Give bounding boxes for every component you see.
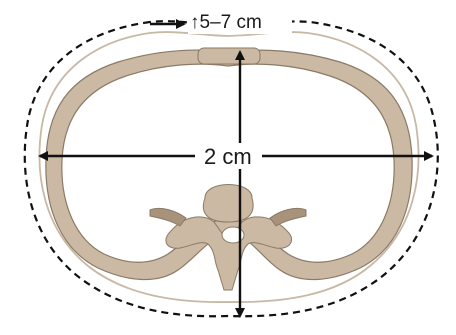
center-measurement-label: 2 cm (204, 144, 252, 169)
vertebra (150, 185, 306, 291)
sternum (198, 48, 260, 64)
top-measurement-label: ↑5–7 cm (190, 12, 262, 33)
